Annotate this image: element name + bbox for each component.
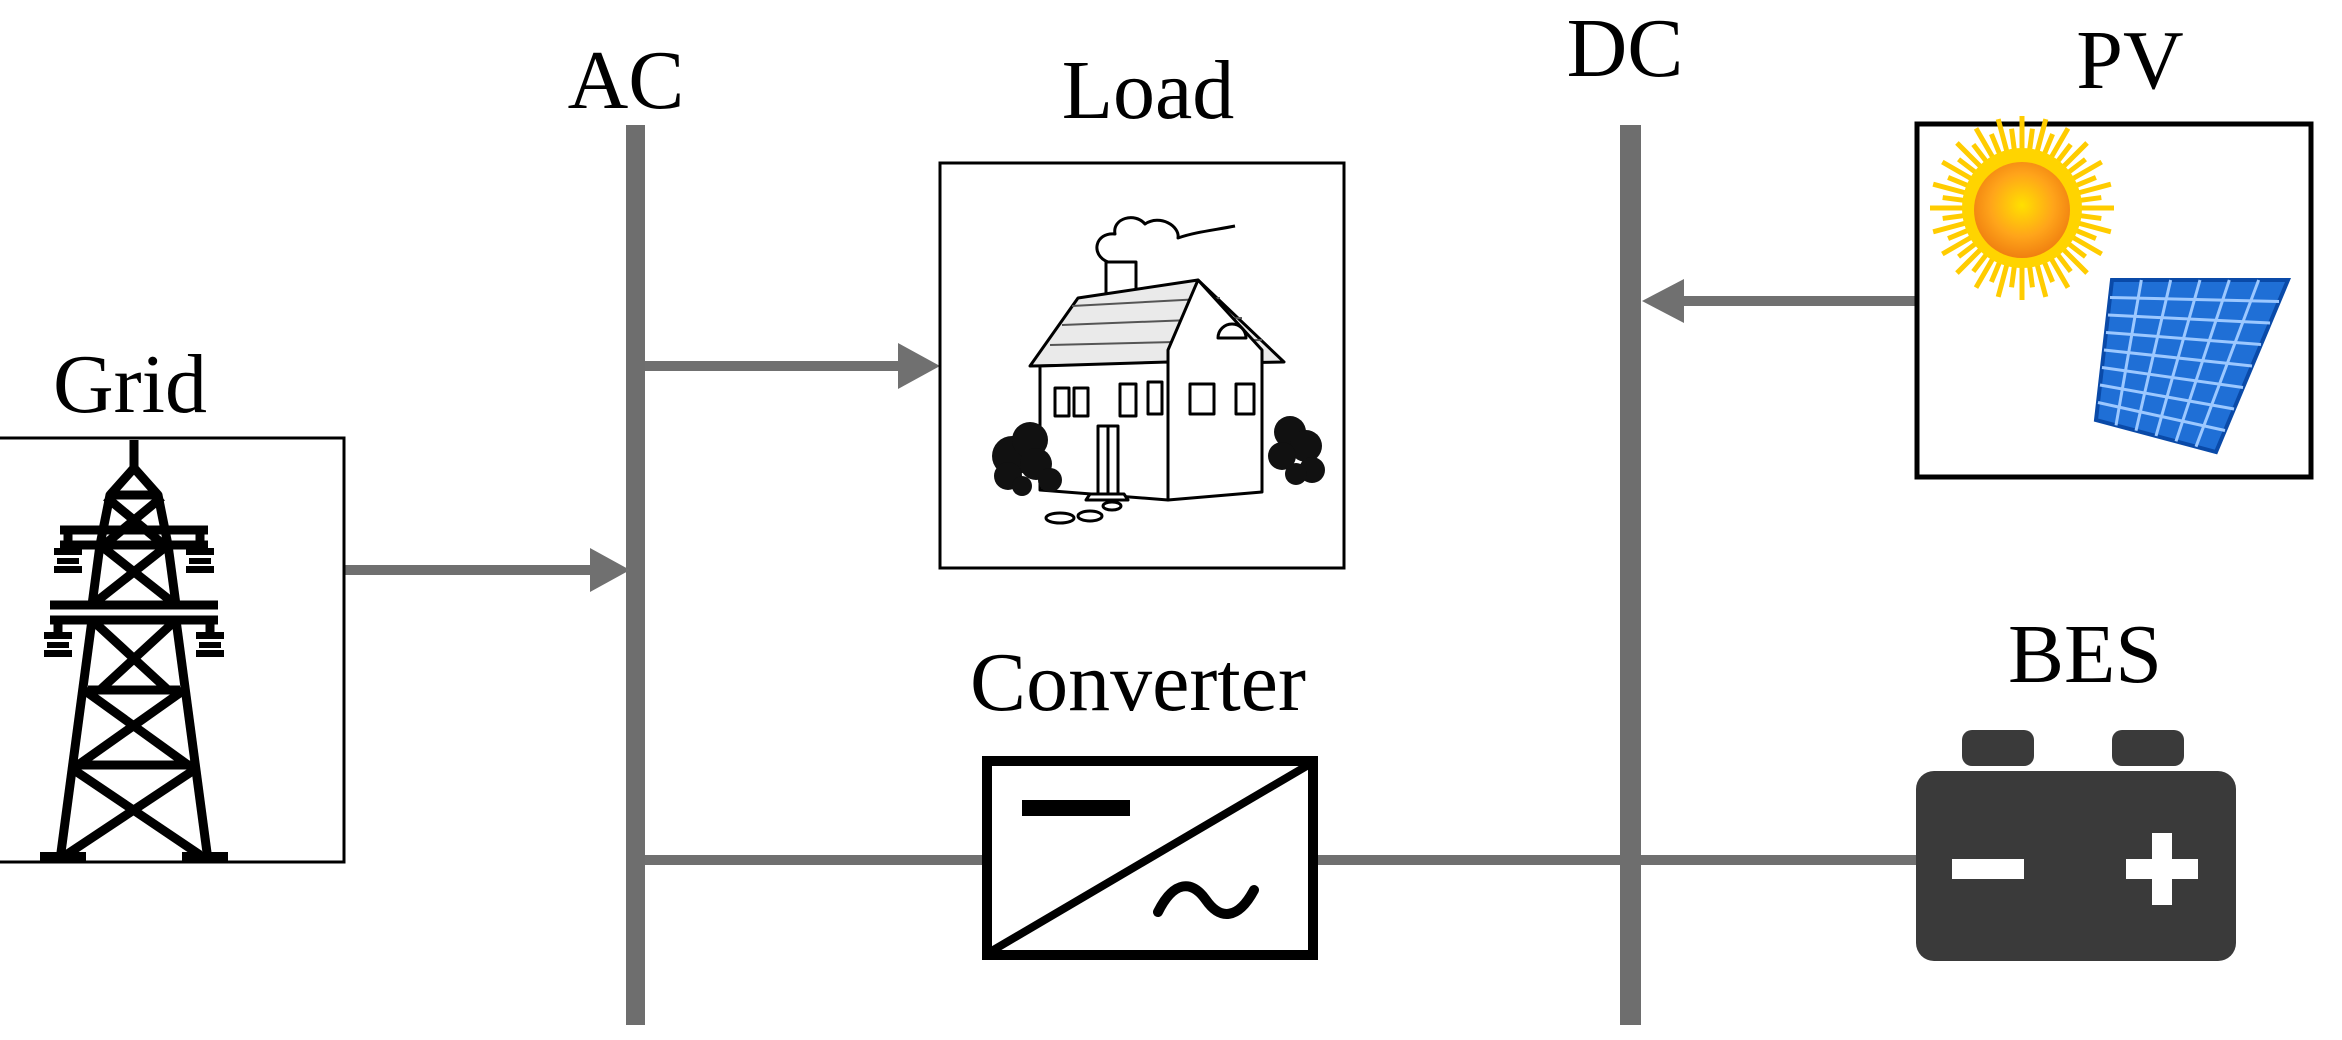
sun-ray xyxy=(1971,252,1989,273)
sun-ray xyxy=(1942,213,1965,221)
sun-ray xyxy=(2034,118,2049,153)
sun-ray xyxy=(1995,118,2010,153)
ac-bus-label: AC xyxy=(568,34,685,127)
ac-bus xyxy=(626,125,645,1025)
sun-ray xyxy=(1973,127,1996,160)
sun-ray xyxy=(2074,227,2097,241)
bes-label: BES xyxy=(2008,608,2162,701)
sun-ray xyxy=(1932,181,1967,196)
load-label: Load xyxy=(1062,44,1235,137)
converter-symbol-icon xyxy=(982,756,1318,960)
sun-ray xyxy=(1973,256,1996,289)
sun-ray xyxy=(2079,195,2102,203)
panel-cell-line xyxy=(2103,348,2253,368)
sun-ray xyxy=(2055,252,2073,273)
sun-ray xyxy=(1989,260,2003,283)
transmission-tower-icon xyxy=(50,440,218,861)
sun-ray xyxy=(1932,220,1967,235)
sun-ray xyxy=(1941,159,1974,182)
pv-to-dc-arrow xyxy=(1642,279,1920,323)
panel-cell-line xyxy=(2101,366,2244,389)
sun-ray xyxy=(2074,175,2097,189)
dc-to-bes-line xyxy=(1641,855,1926,865)
sun-ray xyxy=(2070,159,2103,182)
bush-icon xyxy=(992,416,1325,496)
ac-to-converter-line xyxy=(645,855,983,865)
solar-panel-icon xyxy=(2093,278,2292,455)
sun-ray xyxy=(2070,234,2103,257)
sun-ray xyxy=(1957,157,1978,175)
sun-ray xyxy=(1957,241,1978,259)
sun-ray xyxy=(2061,141,2089,169)
panel-cell-line xyxy=(2109,296,2280,303)
panel-cell-line xyxy=(2107,313,2271,325)
sun-ray xyxy=(2048,127,2071,160)
converter-label: Converter xyxy=(970,636,1306,729)
sun-ray xyxy=(1947,175,1970,189)
sun-ray xyxy=(1971,143,1989,164)
battery-icon xyxy=(1916,730,2236,961)
sun-ray xyxy=(1942,195,1965,203)
tower-insulators xyxy=(40,548,228,862)
sun-ray xyxy=(1955,247,1983,275)
sun-ray xyxy=(2066,241,2087,259)
grid-label: Grid xyxy=(53,338,207,431)
sun-ray xyxy=(2066,157,2087,175)
sun-ray xyxy=(2034,263,2049,298)
sun-ray xyxy=(2055,143,2073,164)
sun-ray xyxy=(2041,260,2055,283)
sun-ray xyxy=(2009,265,2017,288)
ac-to-load-arrow xyxy=(645,343,940,389)
sun-ray xyxy=(2027,128,2035,151)
dc-bus xyxy=(1620,125,1641,1025)
panel-cell-line xyxy=(2099,383,2235,411)
dc-bus-label: DC xyxy=(1567,2,1684,95)
sun-ray xyxy=(1941,234,1974,257)
sun-ray xyxy=(1995,263,2010,298)
panel-cell-line xyxy=(2105,331,2262,346)
sun-icon xyxy=(1930,116,2114,300)
panel-cell-line xyxy=(2097,401,2226,432)
sun-ray xyxy=(2079,213,2102,221)
house-icon xyxy=(1028,216,1286,525)
sun-ray xyxy=(1989,133,2003,156)
converter-to-dc-line xyxy=(1318,855,1620,865)
sun-ray xyxy=(2077,181,2112,196)
sun-ray xyxy=(1947,227,1970,241)
sun-ray xyxy=(2009,128,2017,151)
sun-ray xyxy=(2041,133,2055,156)
sun-ray xyxy=(2048,256,2071,289)
sun-ray xyxy=(2061,247,2089,275)
sun-ray xyxy=(2027,265,2035,288)
grid-to-ac-arrow xyxy=(344,548,630,592)
sun-ray xyxy=(1955,141,1983,169)
pv-label: PV xyxy=(2076,14,2183,107)
sun-ray xyxy=(2077,220,2112,235)
